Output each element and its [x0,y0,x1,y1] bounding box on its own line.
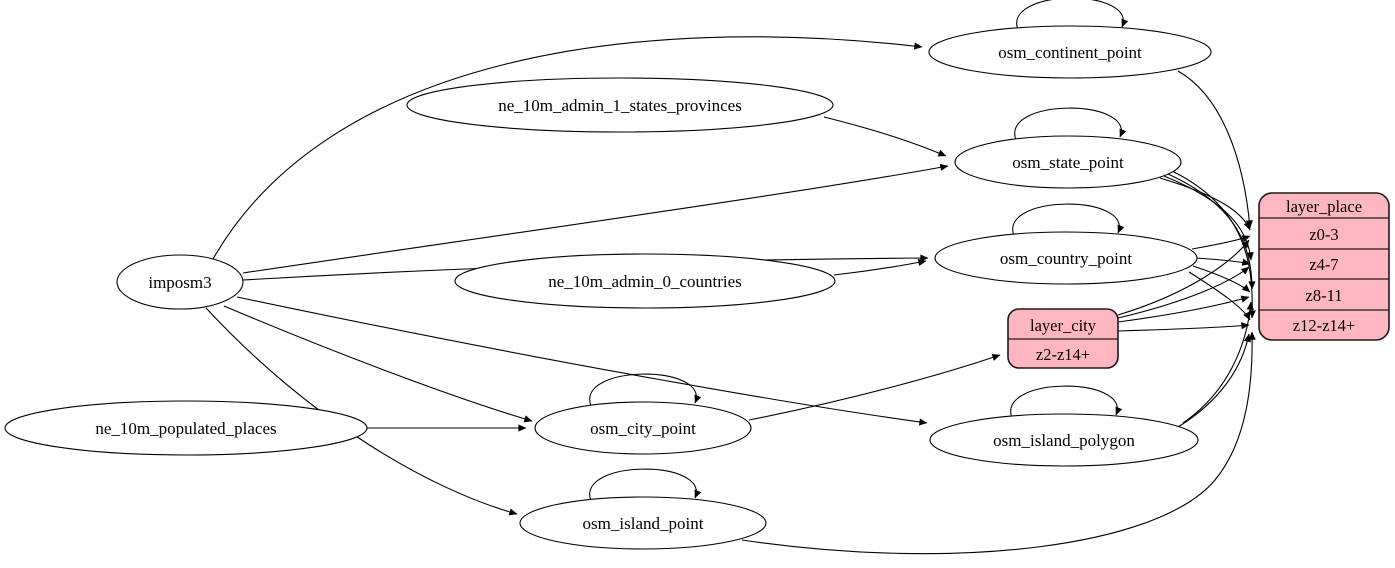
layer_place-box [1258,192,1390,341]
node-osm_country_point: osm_country_point [934,231,1198,285]
node-osm_state_point: osm_state_point [954,135,1182,189]
osm_island_polygon-ellipse [929,413,1199,467]
edge-imposm3-to-osm_island_polygon [236,296,928,426]
edge-osm_country_point-to-layer_place-z0-3 [1191,235,1251,250]
node-ne_10m_admin_0_countries: ne_10m_admin_0_countries [454,253,836,309]
edges [205,0,1256,555]
layer_place-row-z0-3: z0-3 [1309,225,1338,244]
edge-osm_city_point-to-layer_city-z2-z14 [748,354,1001,421]
layer_place-title: layer_place [1286,197,1362,216]
node-imposm3: imposm3 [116,254,244,310]
layer_place-row-z12-z14: z12-z14+ [1293,316,1355,335]
edge-osm_island_polygon-to-layer_place-z12-z14 [1177,333,1251,428]
ne_10m_admin_1_states_provinces-label: ne_10m_admin_1_states_provinces [498,96,742,115]
layer_city-title: layer_city [1030,316,1097,335]
osm_state_point-ellipse [954,135,1182,189]
edge-ne_10m_admin_0_countries-to-osm_country_point [833,258,927,276]
node-ne_10m_populated_places: ne_10m_populated_places [4,400,368,456]
ne_10m_populated_places-label: ne_10m_populated_places [95,419,276,438]
edge-imposm3-to-osm_continent_point [212,36,923,260]
ne_10m_admin_0_countries-ellipse [454,253,836,309]
node-ne_10m_admin_1_states_provinces: ne_10m_admin_1_states_provinces [406,77,834,133]
osm_island_point-ellipse [519,496,767,550]
osm_continent_point-ellipse [928,25,1212,79]
self-loop-osm_island_point [589,468,702,502]
edge-layer_city-to-layer_place-z12-z14 [1117,322,1250,332]
self-loop-osm_city_point [589,373,702,407]
edge-osm_island_point-to-layer_place-z12-z14 [741,331,1256,555]
ne_10m_admin_1_states_provinces-ellipse [406,77,834,133]
osm_country_point-label: osm_country_point [1000,249,1132,268]
layer_place-row-z8-11: z8-11 [1306,286,1343,305]
imposm3-label: imposm3 [148,273,211,292]
node-osm_island_point: osm_island_point [519,496,767,550]
edge-osm_country_point-to-layer_place-z8-11 [1192,265,1251,293]
edge-osm_country_point-to-layer_place-z4-7 [1195,257,1251,266]
edge-osm_continent_point-to-layer_place-z0-3 [1177,70,1253,229]
ne_10m_populated_places-ellipse [4,400,368,456]
layer_place-row-z4-7: z4-7 [1309,255,1338,274]
osm_island_polygon-label: osm_island_polygon [993,431,1135,450]
imposm3-ellipse [116,254,244,310]
osm_city_point-ellipse [534,401,752,455]
edge-imposm3-to-osm_island_point [205,307,518,516]
edge-imposm3-to-osm_state_point [242,163,949,274]
self-loop-osm_island_polygon [1010,385,1123,419]
osm_island_point-label: osm_island_point [583,514,704,533]
self-loop-osm_country_point [1012,203,1125,237]
edge-osm_country_point-to-layer_place-z12-z14 [1188,271,1251,321]
edge-layer_city-to-layer_place-z8-11 [1117,295,1250,323]
edge-imposm3-to-osm_city_point [223,305,533,423]
edge-layer_city-to-layer_place-z4-7 [1117,266,1250,319]
edge-osm_island_polygon-to-layer_place-z8-11 [1182,301,1254,424]
node-osm_city_point: osm_city_point [534,401,752,455]
self-loop-osm_continent_point [1016,0,1129,31]
edge-osm_state_point-to-layer_place-z0-3 [1159,177,1251,231]
osm_state_point-label: osm_state_point [1012,153,1124,172]
edge-ne_10m_admin_1_states_provinces-to-osm_state_point [823,116,947,157]
record-layer_place: layer_place z0-3 z4-7 z8-11 z12-z14+ [1258,192,1390,341]
edge-layer_city-to-layer_place-z0-3 [1117,239,1250,316]
osm_continent_point-label: osm_continent_point [998,43,1142,62]
layer_city-row-z2-z14: z2-z14+ [1036,345,1090,364]
node-osm_island_polygon: osm_island_polygon [929,413,1199,467]
osm_country_point-ellipse [934,231,1198,285]
node-osm_continent_point: osm_continent_point [928,25,1212,79]
edge-osm_state_point-to-layer_place-z4-7 [1163,175,1254,261]
self-loop-osm_state_point [1014,107,1127,141]
record-layer_city: layer_city z2-z14+ [1007,308,1119,369]
osm_city_point-label: osm_city_point [590,419,696,438]
edge-osm_state_point-to-layer_place-z12-z14 [1171,170,1256,319]
ne_10m_admin_0_countries-label: ne_10m_admin_0_countries [548,272,742,291]
